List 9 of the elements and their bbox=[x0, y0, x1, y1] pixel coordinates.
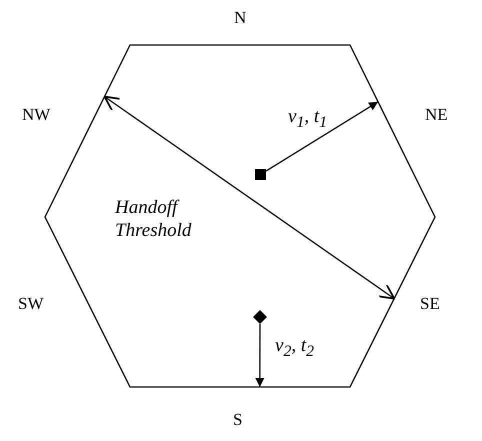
direction-label: NW bbox=[22, 105, 50, 125]
direction-label: SW bbox=[18, 294, 44, 314]
direction-label: SE bbox=[420, 294, 440, 314]
direction-label: N bbox=[234, 8, 246, 28]
arrow bbox=[255, 324, 264, 387]
arrow bbox=[104, 96, 396, 300]
direction-label: NE bbox=[425, 105, 448, 125]
arrow bbox=[266, 101, 378, 172]
direction-label: S bbox=[233, 410, 242, 430]
